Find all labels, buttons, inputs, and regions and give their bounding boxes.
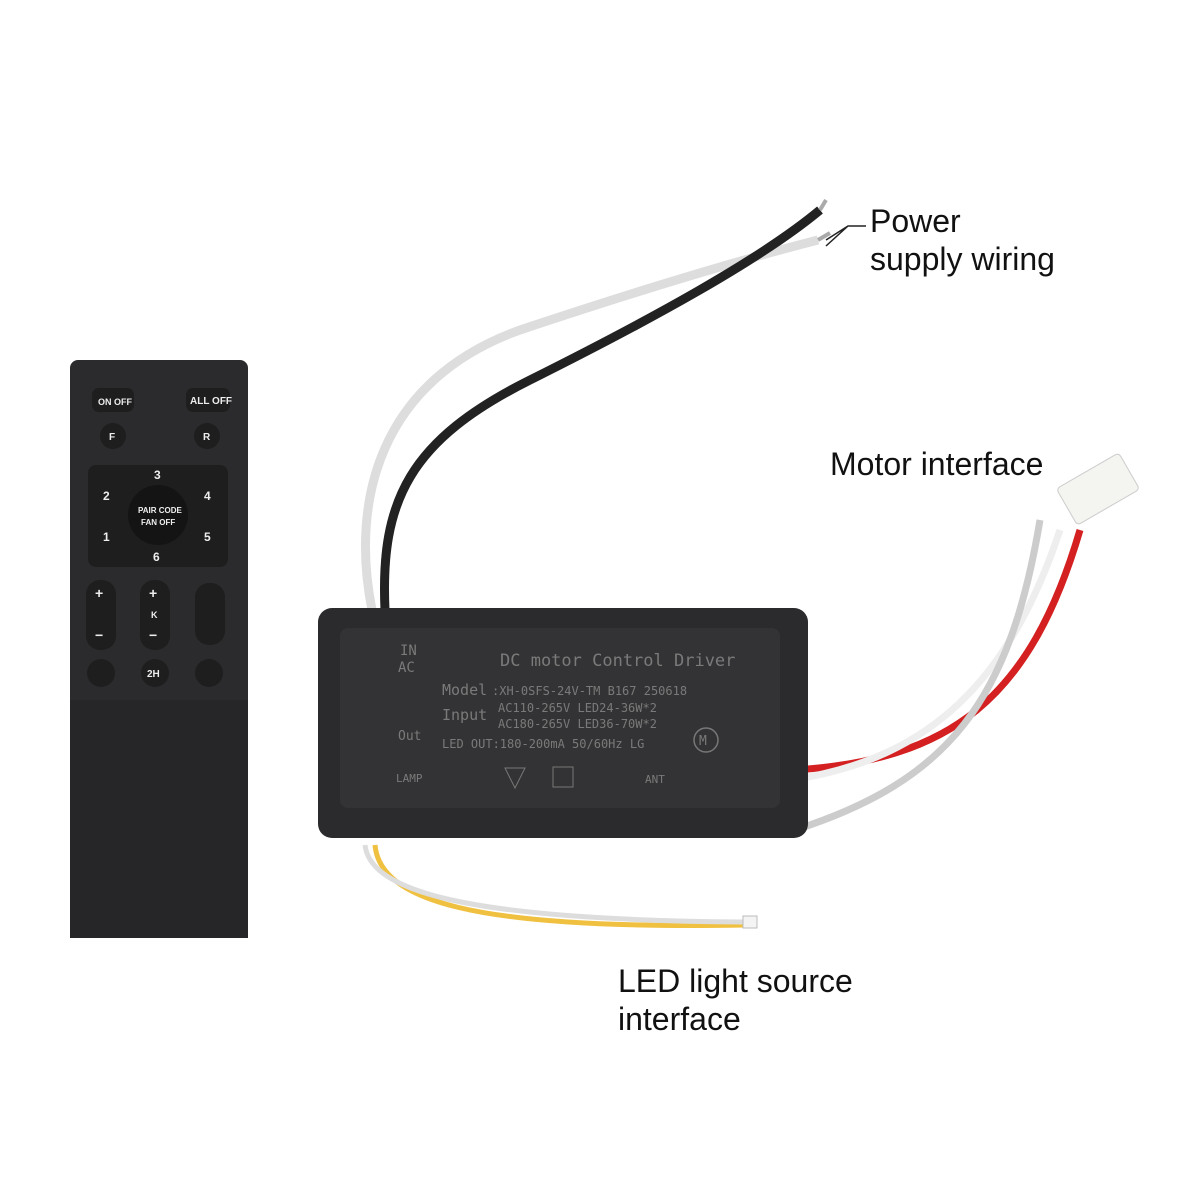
led-label-line1: LED light source [618, 963, 853, 999]
led-label-line2: interface [618, 1001, 741, 1037]
power-leader-line [825, 225, 866, 247]
driver-box: IN AC DC motor Control Driver Model :XH-… [318, 608, 808, 838]
svg-text::XH-0SFS-24V-TM B167 250618: :XH-0SFS-24V-TM B167 250618 [492, 684, 687, 698]
power-supply-label: Power supply wiring [870, 202, 1055, 278]
svg-text:+: + [149, 585, 157, 601]
svg-text:M: M [699, 734, 707, 749]
svg-text:DC motor Control Driver: DC motor Control Driver [500, 651, 735, 671]
red-motor-wire [794, 529, 1084, 774]
motor-interface-label: Motor interface [830, 446, 1044, 482]
svg-text:Out: Out [398, 729, 421, 744]
svg-text:R: R [203, 432, 211, 443]
svg-text:LAMP: LAMP [396, 772, 423, 785]
power-label-line1: Power [870, 203, 961, 239]
svg-text:PAIR CODE: PAIR CODE [138, 506, 183, 515]
white-led-wire [362, 844, 746, 925]
power-label-line2: supply wiring [870, 241, 1055, 277]
svg-text:LED OUT:180-200mA 50/60Hz LG: LED OUT:180-200mA 50/60Hz LG [442, 737, 644, 751]
svg-text:−: − [149, 627, 157, 643]
svg-text:K: K [151, 610, 158, 620]
svg-text:AC180-265V LED36-70W*2: AC180-265V LED36-70W*2 [498, 717, 657, 731]
svg-text:2: 2 [103, 489, 110, 503]
svg-text:1: 1 [103, 530, 110, 544]
white-power-wire [361, 235, 820, 611]
svg-text:F: F [109, 432, 115, 443]
svg-text:+: + [95, 585, 103, 601]
grey-motor-wire [793, 519, 1044, 834]
svg-text:4: 4 [204, 489, 211, 503]
svg-text:FAN OFF: FAN OFF [141, 518, 175, 527]
svg-text:5: 5 [204, 530, 211, 544]
svg-text:2H: 2H [147, 669, 160, 680]
led-interface-label: LED light source interface [618, 962, 853, 1038]
yellow-led-wire [372, 844, 746, 928]
black-power-wire [380, 206, 823, 611]
motor-connector [1057, 453, 1139, 525]
svg-text:AC: AC [398, 660, 415, 676]
svg-text:ALL OFF: ALL OFF [190, 396, 232, 407]
svg-text:Input: Input [442, 706, 487, 724]
remote-control: ON OFF ALL OFF F R PAIR CODE FAN OFF 1 2… [70, 360, 248, 938]
led-connector [742, 915, 758, 929]
svg-text:−: − [95, 627, 103, 643]
svg-text:ON OFF: ON OFF [98, 397, 132, 407]
svg-text:6: 6 [153, 550, 160, 564]
svg-text:IN: IN [400, 643, 417, 659]
svg-text:3: 3 [154, 468, 161, 482]
svg-text:ANT: ANT [645, 773, 665, 786]
svg-text:AC110-265V LED24-36W*2: AC110-265V LED24-36W*2 [498, 701, 657, 715]
white-motor-wire [789, 528, 1064, 784]
svg-text:Model: Model [442, 681, 487, 699]
